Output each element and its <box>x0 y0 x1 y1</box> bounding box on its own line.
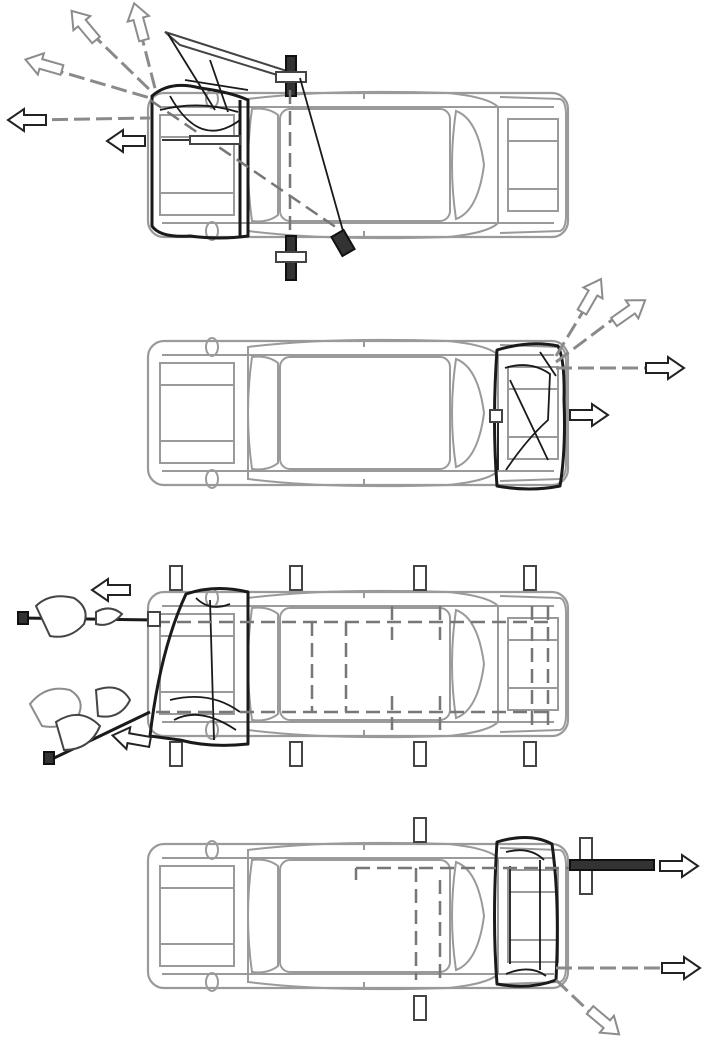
car-top-view-4 <box>146 839 570 993</box>
car-top-view-2 <box>146 336 570 490</box>
deformed-rear-structure-3 <box>148 587 250 747</box>
deformed-rear-structure-1 <box>150 83 250 240</box>
force-arrow <box>7 108 47 132</box>
panel-1 <box>7 0 570 281</box>
deformed-front-structure-2 <box>493 342 566 491</box>
panel-3 <box>17 565 570 767</box>
force-arrow <box>91 578 131 602</box>
car-top-view-1 <box>146 88 570 242</box>
pendulum-impactor-bottom <box>28 686 151 765</box>
rigid-impactor <box>569 837 655 895</box>
load-path <box>29 116 151 122</box>
force-arrow <box>659 854 699 878</box>
force-arrow <box>645 356 685 380</box>
pendulum-impactor-top <box>17 595 161 638</box>
panel-2 <box>146 272 685 491</box>
panel-4 <box>146 817 701 1037</box>
